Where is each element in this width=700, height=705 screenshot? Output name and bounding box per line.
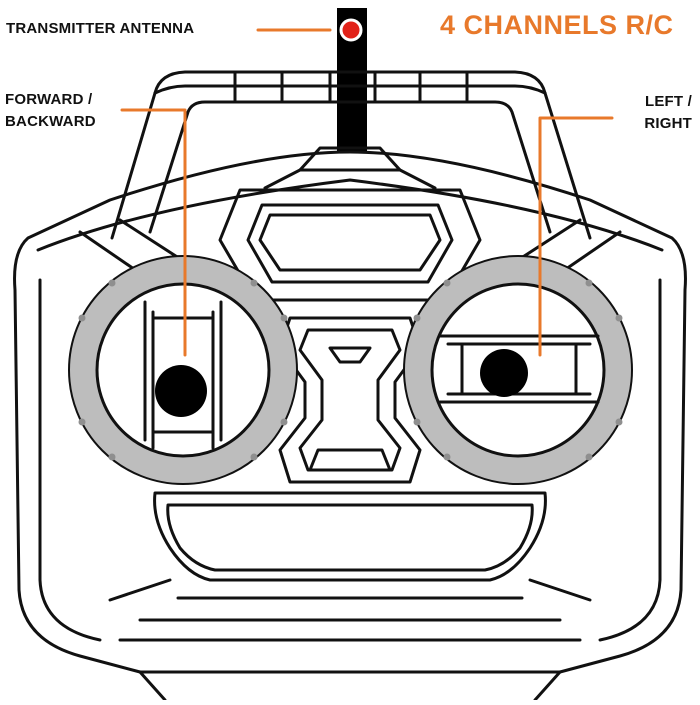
- left-right-line2: RIGHT: [644, 115, 692, 132]
- forward-backward-line1: FORWARD /: [5, 91, 93, 108]
- left-ring-screws: [78, 279, 288, 461]
- forward-backward-label: FORWARD / BACKWARD: [5, 89, 96, 133]
- antenna-base: [263, 146, 437, 190]
- left-stick-knob: [155, 365, 207, 417]
- right-ring-screws: [413, 279, 623, 461]
- center-hourglass: [278, 316, 422, 484]
- lower-grille: [108, 491, 592, 622]
- right-gimbal-ring: [404, 256, 632, 484]
- callout-lines: [120, 28, 614, 357]
- right-stick-gimbal: [403, 255, 633, 485]
- forward-backward-line2: BACKWARD: [5, 113, 96, 130]
- carry-handle: [110, 70, 592, 240]
- left-right-label: LEFT / RIGHT: [644, 91, 692, 135]
- antenna-label: TRANSMITTER ANTENNA: [6, 18, 194, 40]
- left-right-callout-line: [538, 116, 614, 357]
- left-stick-gimbal: [68, 255, 298, 485]
- left-right-line1: LEFT /: [644, 93, 692, 110]
- left-gimbal-ring: [69, 256, 297, 484]
- diagram-title: 4 CHANNELS R/C: [440, 10, 674, 40]
- right-stick-knob: [480, 349, 528, 397]
- display-panel: [218, 188, 482, 302]
- transmitter-body: [13, 150, 687, 702]
- forward-backward-callout-line: [120, 108, 187, 357]
- antenna-tip-icon: [339, 18, 363, 42]
- antenna-label-text: TRANSMITTER ANTENNA: [6, 20, 195, 37]
